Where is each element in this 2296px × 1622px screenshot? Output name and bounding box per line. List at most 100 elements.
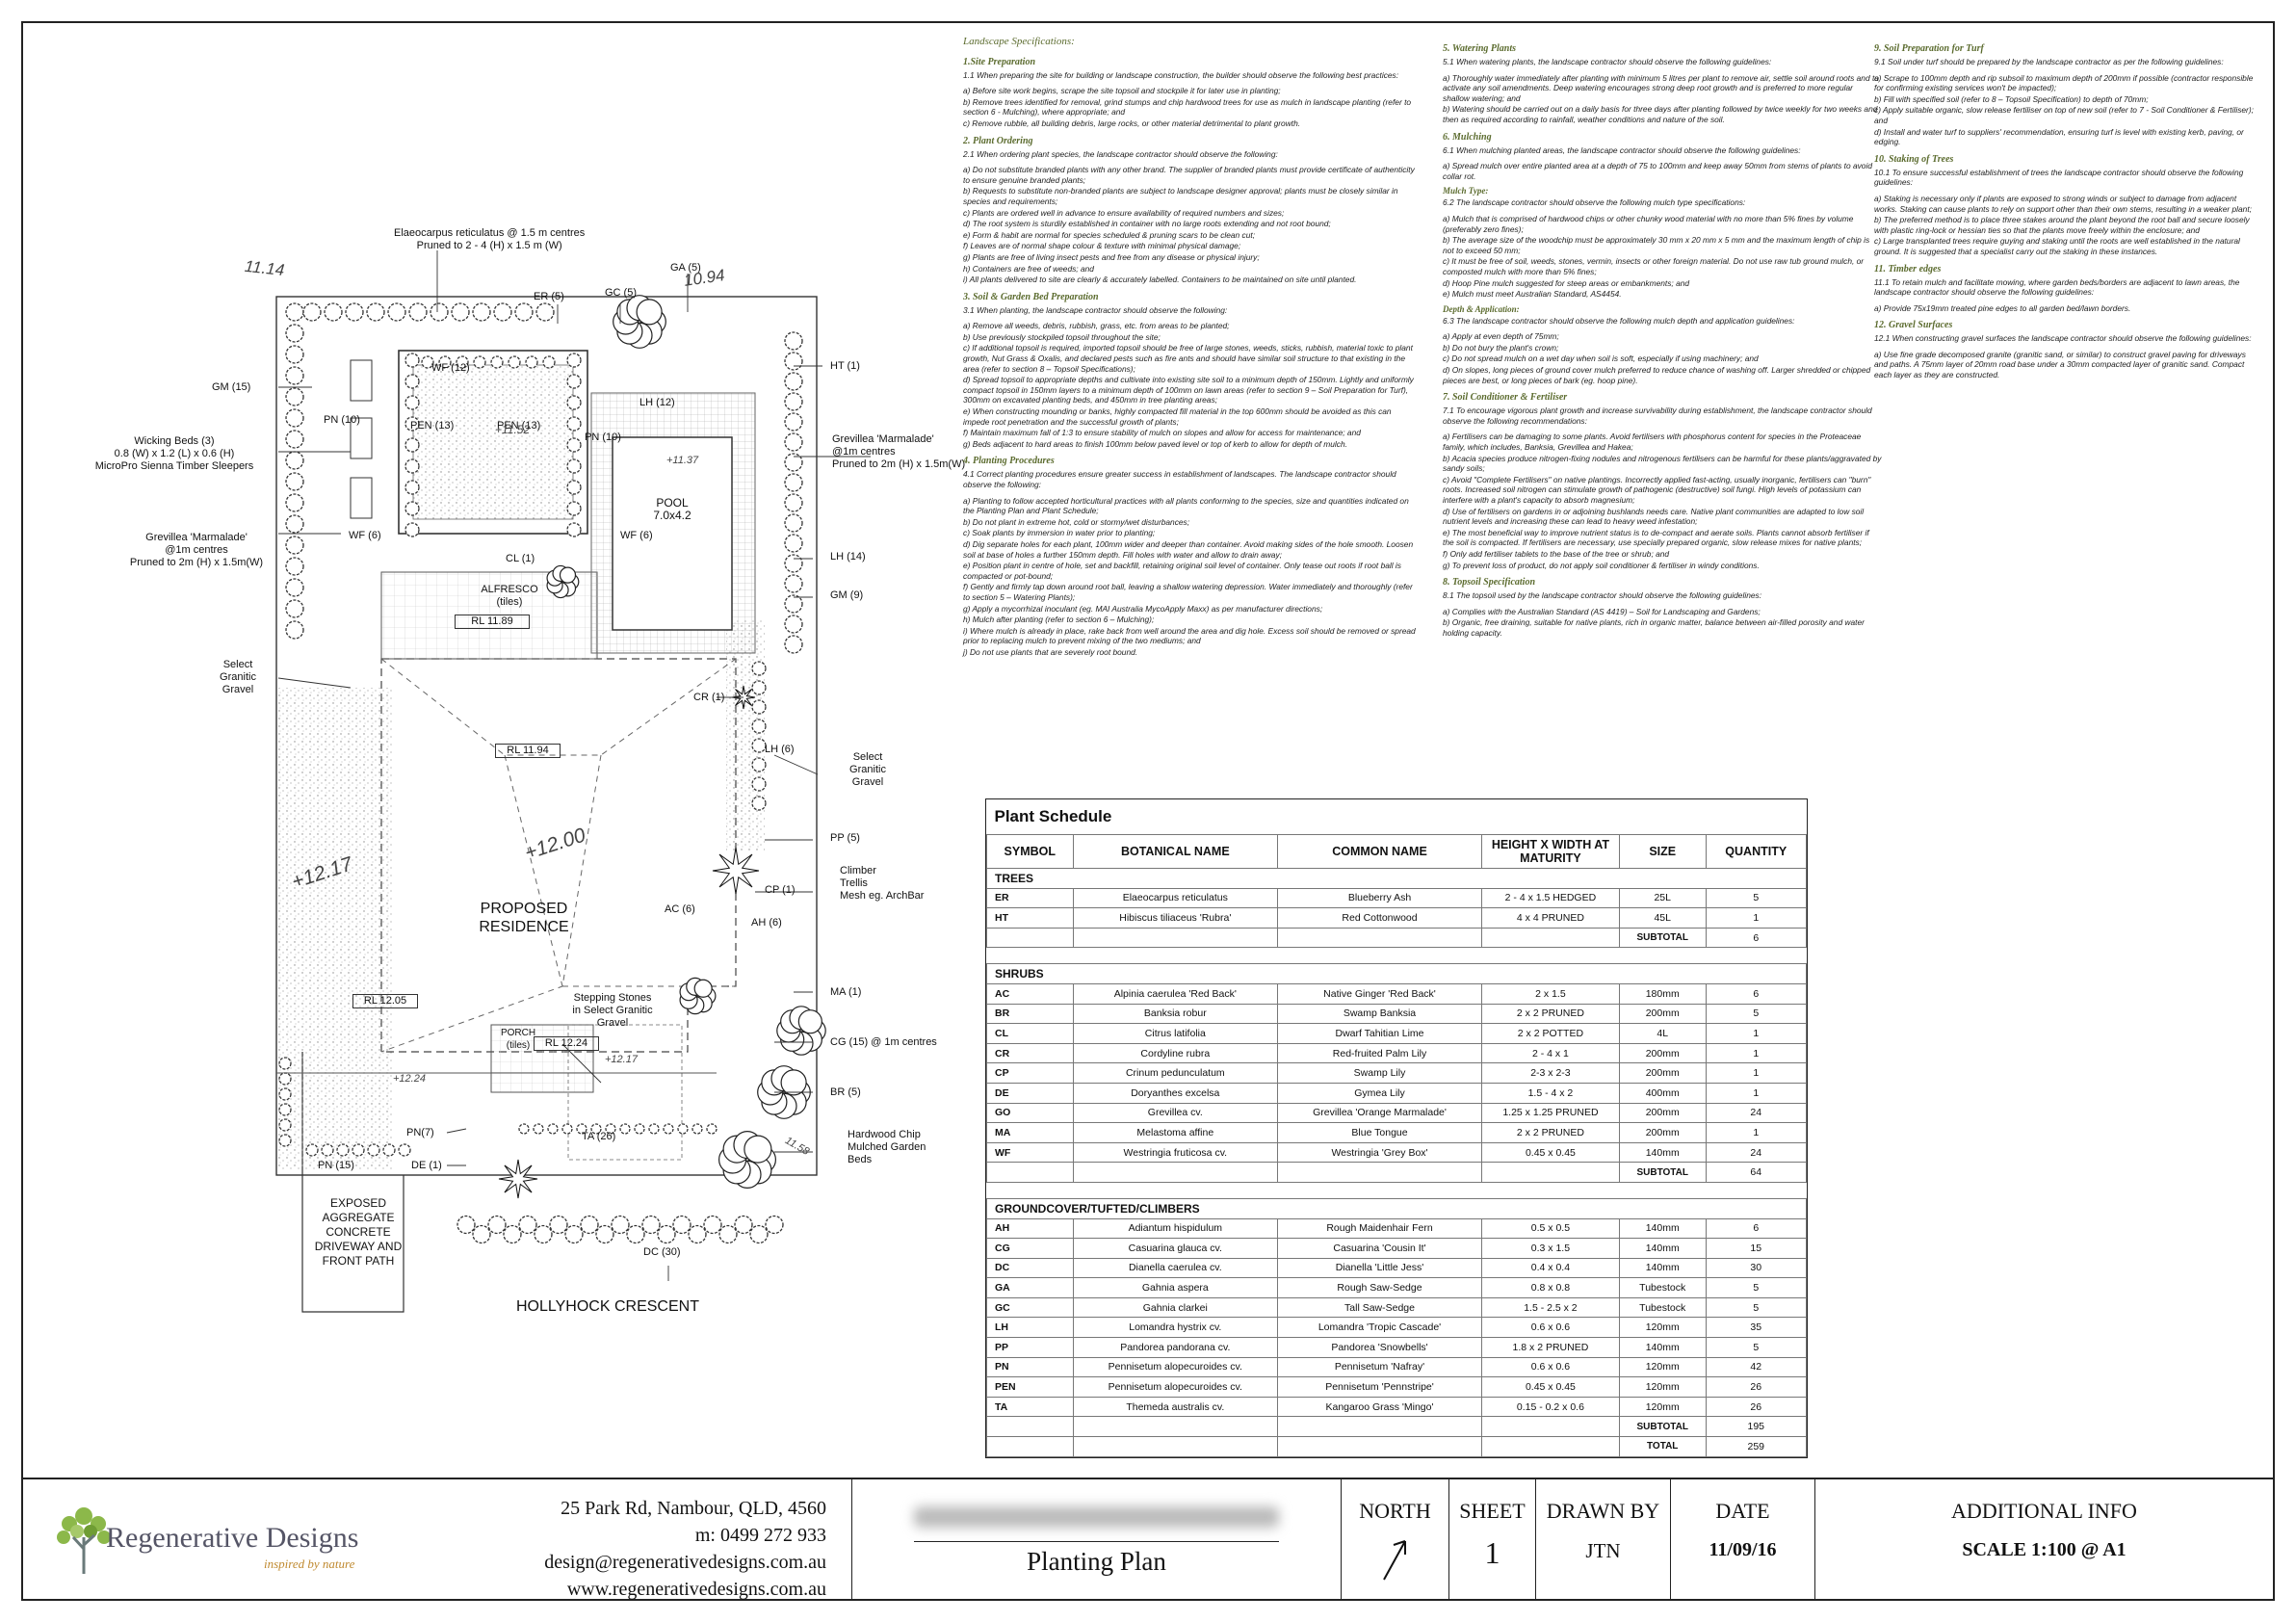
col-height-width: HEIGHT X WIDTH AT MATURITY: [1480, 834, 1620, 869]
spec-heading: 5. Watering Plants: [1443, 43, 1517, 54]
grevillea-hedge-symbol: [784, 594, 803, 614]
spec-paragraph: a) Apply at even depth of 75mm;: [1443, 331, 1559, 342]
spec-paragraph: f) Only add fertiliser tablets to the ba…: [1443, 548, 1670, 559]
total-label: TOTAL: [1618, 1436, 1707, 1457]
lomandra-symbol: [751, 699, 767, 715]
schedule-cell: Lomandra hystrix cv.: [1072, 1317, 1279, 1339]
grevillea-hedge-symbol: [285, 408, 304, 428]
plant-symbol: PP: [986, 1337, 1074, 1358]
label-ta: TA (26): [582, 1131, 616, 1142]
schedule-cell: Rough Maidenhair Fern: [1277, 1217, 1482, 1240]
elaeocarpus-symbol: [324, 302, 343, 322]
schedule-cell: 5: [1705, 1277, 1807, 1298]
pennisetum-symbol: [278, 1057, 292, 1070]
plant-symbol: LH: [986, 1317, 1074, 1339]
tree-canopy-symbol: [636, 299, 663, 326]
westringia-symbol: [404, 437, 420, 453]
plant-schedule: Plant Schedule SYMBOL BOTANICAL NAME COM…: [985, 798, 1808, 1458]
spec-paragraph: b) Do not bury the plant's crown;: [1443, 342, 1559, 353]
empty-cell: [1480, 1162, 1620, 1183]
schedule-cell: 24: [1705, 1141, 1807, 1164]
dianella-symbol: [749, 1224, 769, 1244]
schedule-cell: 1.5 - 2.5 x 2: [1480, 1296, 1620, 1319]
drawing-title: Planting Plan: [1027, 1547, 1166, 1576]
themeda-symbol: [605, 1123, 616, 1135]
empty-cell: [987, 1182, 1807, 1198]
schedule-cell: 120mm: [1618, 1396, 1707, 1418]
empty-cell: [986, 1162, 1074, 1183]
spec-heading: 7. Soil Conditioner & Fertiliser: [1443, 392, 1568, 404]
plant-symbol: CL: [986, 1023, 1074, 1044]
spec-heading: 10. Staking of Trees: [1874, 153, 1954, 165]
spacer-row: [987, 948, 1807, 964]
plant-symbol: CR: [986, 1042, 1074, 1064]
schedule-section-name: SHRUBS: [986, 963, 1807, 984]
schedule-cell: Adiantum hispidulum: [1072, 1217, 1279, 1240]
grevillea-hedge-symbol: [784, 432, 803, 452]
schedule-cell: Themeda australis cv.: [1072, 1396, 1279, 1418]
spec-heading: 3. Soil & Garden Bed Preparation: [963, 291, 1099, 302]
lomandra-symbol: [751, 757, 767, 772]
driveway: [301, 1052, 404, 1313]
empty-cell: [1072, 927, 1279, 949]
spec-paragraph: c) Soak plants by immersion in water pri…: [963, 528, 1156, 538]
label-gc: GC (5): [605, 287, 637, 299]
schedule-cell: Tubestock: [1618, 1277, 1707, 1298]
plant-symbol: CG: [986, 1238, 1074, 1259]
spec-paragraph: f) Leaves are of normal shape colour & t…: [963, 241, 1241, 251]
elaeocarpus-symbol: [451, 302, 470, 322]
dianella-symbol: [503, 1224, 522, 1244]
spec-paragraph: b) Requests to substitute non-branded pl…: [963, 186, 1398, 206]
label-cl: CL (1): [506, 553, 535, 564]
spot-level: +12.24: [393, 1073, 426, 1085]
specs-title: Landscape Specifications:: [963, 36, 1075, 47]
schedule-cell: 0.45 x 0.45: [1480, 1376, 1620, 1398]
plant-symbol: ER: [986, 887, 1074, 909]
spec-heading: 11. Timber edges: [1874, 263, 1942, 275]
schedule-cell: Gahnia aspera: [1072, 1277, 1279, 1298]
dianella-symbol: [595, 1224, 614, 1244]
schedule-cell: Casuarina 'Cousin It': [1277, 1238, 1482, 1259]
schedule-cell: Pennisetum 'Nafray': [1277, 1356, 1482, 1378]
gravel-left: [276, 688, 392, 1169]
rl-porch: RL 12.24: [534, 1036, 599, 1051]
pennisetum-symbol: [398, 1143, 411, 1157]
empty-cell: [987, 948, 1807, 964]
spec-paragraph: f) Maintain maximum fall of 1:3 to ensur…: [963, 428, 1361, 438]
schedule-cell: 0.6 x 0.6: [1480, 1356, 1620, 1378]
dianella-symbol: [457, 1215, 476, 1235]
gravel-right: [726, 620, 765, 851]
schedule-cell: Kangaroo Grass 'Mingo': [1277, 1396, 1482, 1418]
label-pn10-right: PN (10): [585, 432, 621, 443]
schedule-cell: 45L: [1618, 907, 1707, 929]
grevillea-hedge-symbol: [285, 430, 304, 449]
dianella-symbol: [626, 1224, 645, 1244]
schedule-cell: 42: [1705, 1356, 1807, 1378]
schedule-cell: 200mm: [1618, 1062, 1707, 1084]
spec-paragraph: g) To prevent loss of product, do not ap…: [1443, 560, 1760, 570]
subtotal-value: 64: [1705, 1162, 1807, 1183]
spec-paragraph: b) Fill with specified soil (refer to 8 …: [1874, 93, 2149, 104]
pennisetum-symbol: [278, 1072, 292, 1086]
schedule-cell: Crinum pedunculatum: [1072, 1062, 1279, 1084]
pennisetum-symbol: [278, 1134, 292, 1147]
subtotal-value: 6: [1705, 927, 1807, 949]
grevillea-hedge-symbol: [285, 302, 304, 322]
sheet-label: SHEET: [1459, 1499, 1526, 1523]
schedule-cell: 0.3 x 1.5: [1480, 1238, 1620, 1259]
westringia-symbol: [404, 522, 420, 537]
label-cp: CP (1): [765, 884, 796, 896]
spec-paragraph: 4.1 Correct planting procedures ensure g…: [963, 469, 1396, 489]
themeda-symbol: [576, 1123, 587, 1135]
col-quantity: QUANTITY: [1705, 834, 1807, 869]
